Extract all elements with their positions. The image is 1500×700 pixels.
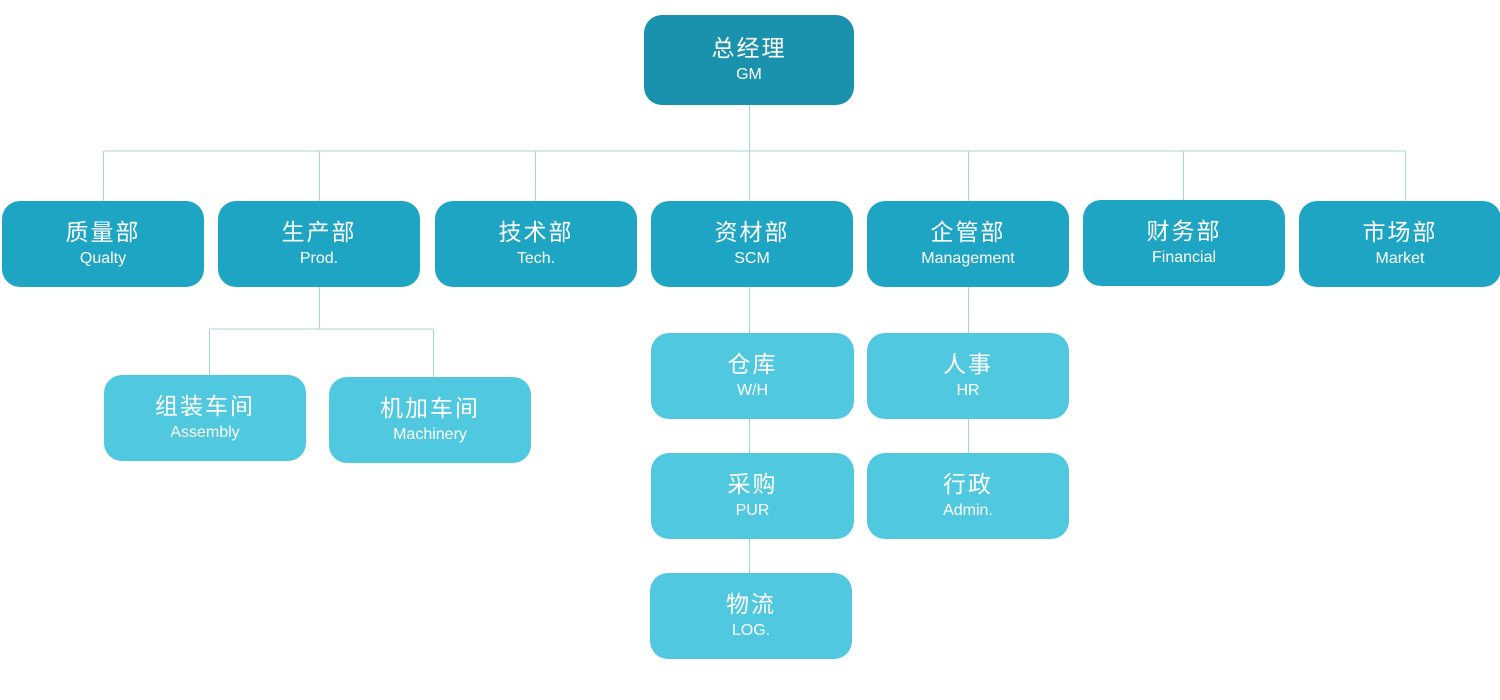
- node-label-zh: 企管部: [930, 220, 1006, 246]
- node-label-zh: 行政: [943, 472, 993, 498]
- node-label-en: W/H: [736, 382, 769, 399]
- node-label-en: Market: [1375, 250, 1425, 267]
- node-label-zh: 资材部: [714, 220, 790, 246]
- node-administration[interactable]: 行政 Admin.: [867, 453, 1069, 539]
- node-label-en: Tech.: [516, 250, 556, 267]
- node-label-en: LOG.: [731, 622, 771, 639]
- node-label-en: Financial: [1151, 249, 1217, 266]
- node-quality-department[interactable]: 质量部 Qualty: [2, 201, 204, 287]
- node-label-zh: 总经理: [711, 36, 787, 62]
- node-general-manager[interactable]: 总经理 GM: [644, 15, 854, 105]
- node-machinery-workshop[interactable]: 机加车间 Machinery: [329, 377, 531, 463]
- node-management-department[interactable]: 企管部 Management: [867, 201, 1069, 287]
- node-purchasing[interactable]: 采购 PUR: [651, 453, 854, 539]
- node-label-zh: 机加车间: [380, 396, 480, 422]
- node-label-en: Prod.: [299, 250, 339, 267]
- node-technology-department[interactable]: 技术部 Tech.: [435, 201, 637, 287]
- node-market-department[interactable]: 市场部 Market: [1299, 201, 1500, 287]
- node-label-zh: 物流: [726, 592, 776, 618]
- node-financial-department[interactable]: 财务部 Financial: [1083, 200, 1285, 286]
- node-label-zh: 采购: [727, 472, 778, 498]
- node-label-en: HR: [956, 382, 980, 399]
- node-label-en: GM: [736, 66, 762, 83]
- node-label-en: SCM: [734, 250, 770, 267]
- node-assembly-workshop[interactable]: 组装车间 Assembly: [104, 375, 306, 461]
- node-label-zh: 仓库: [727, 352, 778, 378]
- node-label-zh: 人事: [943, 352, 993, 378]
- node-label-en: Assembly: [170, 424, 240, 441]
- node-production-department[interactable]: 生产部 Prod.: [218, 201, 420, 287]
- node-label-zh: 技术部: [498, 220, 574, 246]
- node-label-zh: 组装车间: [155, 394, 255, 420]
- node-label-en: Management: [921, 250, 1015, 267]
- node-label-zh: 质量部: [65, 220, 141, 246]
- node-human-resources[interactable]: 人事 HR: [867, 333, 1069, 419]
- node-label-en: PUR: [735, 502, 770, 519]
- node-scm-department[interactable]: 资材部 SCM: [651, 201, 853, 287]
- node-label-zh: 生产部: [281, 220, 357, 246]
- node-label-zh: 财务部: [1146, 219, 1222, 245]
- node-logistics[interactable]: 物流 LOG.: [650, 573, 852, 659]
- node-warehouse[interactable]: 仓库 W/H: [651, 333, 854, 419]
- node-label-en: Admin.: [943, 502, 993, 519]
- node-label-zh: 市场部: [1362, 220, 1438, 246]
- node-label-en: Qualty: [79, 250, 127, 267]
- node-label-en: Machinery: [393, 426, 467, 443]
